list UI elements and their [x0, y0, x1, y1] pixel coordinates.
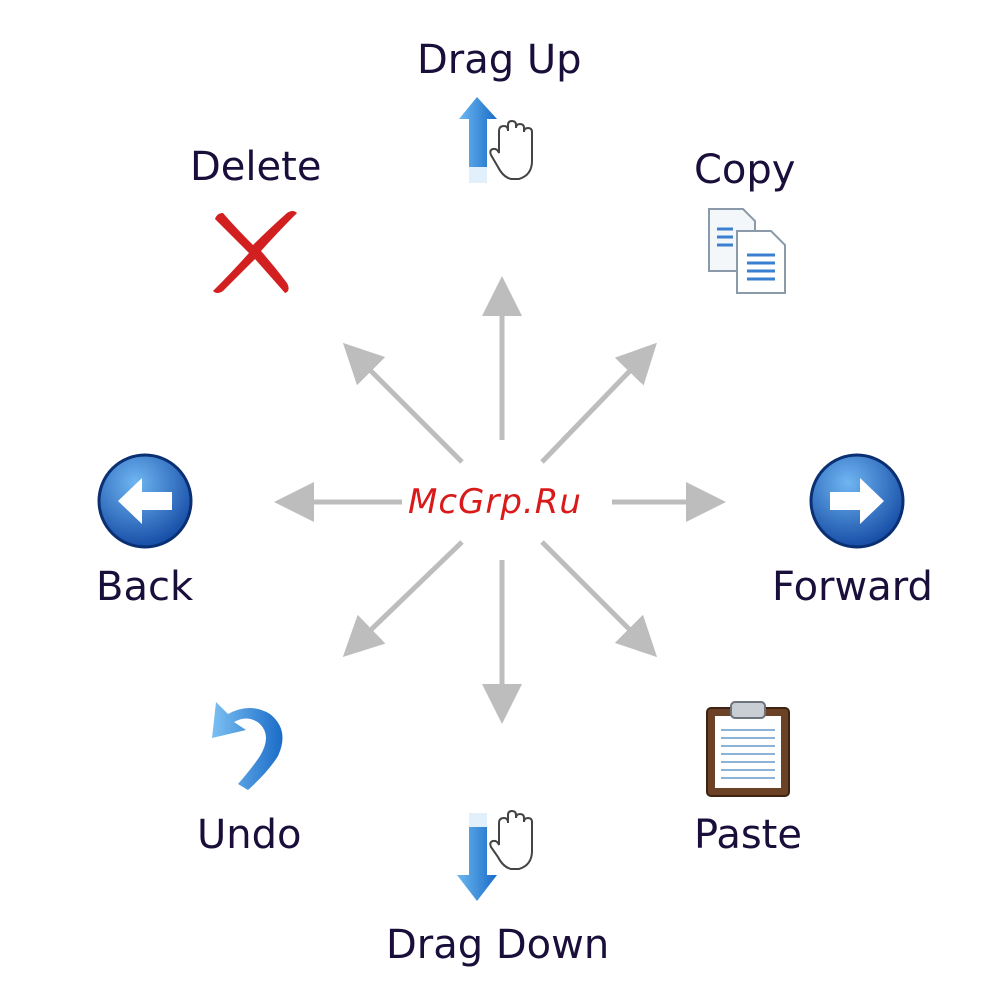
drag-down-hand-icon — [455, 805, 545, 905]
delete-x-icon — [205, 207, 300, 297]
arrow-up-right — [542, 350, 650, 462]
arrow-up-left — [350, 350, 462, 462]
drag-up-label: Drag Up — [417, 40, 582, 80]
drag-down-label: Drag Down — [386, 925, 609, 965]
undo-label: Undo — [197, 815, 302, 855]
arrow-down-right — [542, 542, 650, 650]
watermark: McGrp.Ru — [408, 482, 582, 522]
paste-clipboard-icon — [705, 700, 791, 798]
back-arrow-icon[interactable] — [96, 452, 194, 550]
delete-label: Delete — [190, 147, 321, 187]
back-label: Back — [96, 567, 193, 607]
arrow-down-left — [350, 542, 462, 650]
forward-label: Forward — [772, 567, 933, 607]
undo-icon — [208, 700, 290, 792]
paste-label: Paste — [694, 815, 802, 855]
drag-up-hand-icon — [455, 95, 545, 187]
forward-arrow-icon[interactable] — [808, 452, 906, 550]
copy-label: Copy — [694, 150, 795, 190]
copy-icon — [705, 205, 791, 297]
